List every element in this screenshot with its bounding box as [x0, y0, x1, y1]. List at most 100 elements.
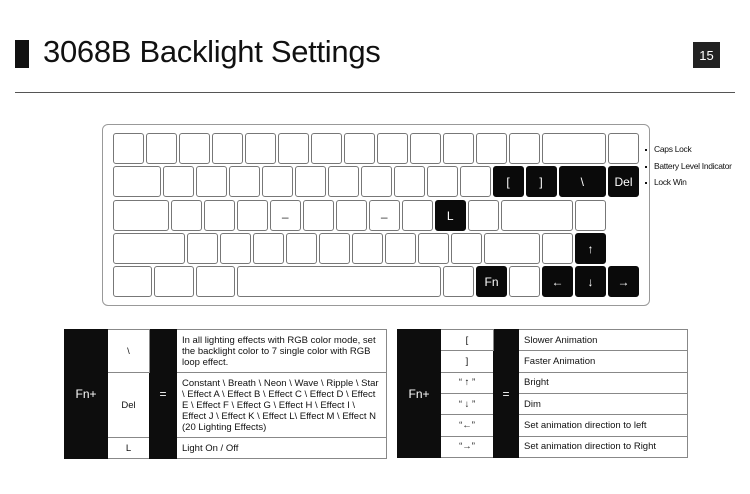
desc-cell: In all lighting effects with RGB color m… — [176, 329, 387, 373]
key — [360, 166, 392, 197]
desc-cell: Light On / Off — [176, 437, 387, 459]
key-highlighted: Del — [608, 166, 639, 197]
equals-sign: = — [493, 329, 519, 458]
key — [401, 200, 433, 231]
desc-cell: Bright — [518, 371, 688, 394]
key — [253, 233, 285, 264]
key — [162, 166, 194, 197]
key-cell: ] — [440, 350, 494, 373]
key-cell: L — [107, 437, 150, 459]
key — [113, 200, 169, 231]
key — [261, 166, 293, 197]
key-cell: “→” — [440, 435, 494, 459]
key — [294, 166, 326, 197]
key — [113, 233, 186, 264]
key — [154, 266, 194, 297]
key — [236, 200, 268, 231]
desc-cell: Constant \ Breath \ Neon \ Wave \ Ripple… — [176, 372, 387, 438]
key — [245, 133, 276, 164]
key — [170, 200, 202, 231]
key — [113, 166, 161, 197]
table-lighting-effects: Fn+ \ = In all lighting effects with RGB… — [64, 329, 387, 459]
key — [393, 166, 425, 197]
key-highlighted: ↑ — [575, 233, 606, 264]
key — [509, 133, 540, 164]
desc-cell: Faster Animation — [518, 350, 688, 373]
key — [377, 133, 408, 164]
key — [327, 166, 359, 197]
key — [113, 133, 144, 164]
page-number: 15 — [693, 42, 720, 68]
key-highlighted: \ — [558, 166, 606, 197]
key — [443, 266, 474, 297]
key — [575, 200, 606, 231]
key — [451, 233, 483, 264]
key — [187, 233, 219, 264]
key — [335, 200, 367, 231]
table-row: ] Faster Animation — [398, 350, 688, 373]
key — [418, 233, 450, 264]
desc-cell: Set animation direction to left — [518, 414, 688, 437]
key — [500, 200, 573, 231]
page-title: 3068B Backlight Settings — [43, 34, 381, 69]
key-highlighted: [ — [492, 166, 524, 197]
table-row: “ ↑ ” Bright — [398, 371, 688, 394]
table-row: Fn+ [ = Slower Animation — [397, 328, 688, 458]
key — [195, 166, 227, 197]
table-animation-controls: Fn+ [ = Slower Animation ] Faster Animati… — [397, 328, 688, 459]
key — [542, 133, 606, 164]
key-cell: “ ↑ ” — [440, 371, 494, 394]
key-cell: “ ↓ ” — [440, 392, 494, 416]
key — [484, 233, 540, 264]
key — [146, 133, 177, 164]
key-highlighted: → — [608, 266, 639, 297]
key-cell: Del — [107, 372, 150, 438]
key — [467, 200, 499, 231]
table-row: L Light On / Off — [65, 437, 387, 459]
indicator-caps-lock: Caps Lock — [645, 144, 692, 154]
key — [410, 133, 441, 164]
key — [426, 166, 458, 197]
key — [443, 133, 474, 164]
key — [476, 133, 507, 164]
key — [385, 233, 417, 264]
key — [195, 266, 235, 297]
table-row: “ ↓ ” Dim — [398, 392, 688, 416]
key — [352, 233, 384, 264]
key-highlighted: Fn — [476, 266, 507, 297]
key-homing: – — [368, 200, 400, 231]
key — [228, 166, 260, 197]
key-highlighted: ← — [542, 266, 573, 297]
key-cell: [ — [440, 328, 494, 352]
key-highlighted: ↓ — [575, 266, 606, 297]
key — [179, 133, 210, 164]
table-row: “←” Set animation direction to left — [398, 414, 688, 437]
key — [542, 233, 573, 264]
key-cell: “←” — [440, 414, 494, 437]
key — [319, 233, 351, 264]
keyboard-diagram — [102, 124, 650, 306]
table-row: Del Constant \ Breath \ Neon \ Wave \ Ri… — [65, 372, 387, 438]
table-row: Fn+ \ = In all lighting effects with RGB… — [64, 329, 387, 459]
key-highlighted: ] — [525, 166, 557, 197]
desc-cell: Dim — [518, 392, 688, 416]
key — [608, 133, 639, 164]
key — [344, 133, 375, 164]
key-homing: – — [269, 200, 301, 231]
title-bar-mark — [15, 40, 29, 68]
fn-prefix: Fn+ — [64, 329, 108, 459]
key — [236, 266, 441, 297]
fn-prefix: Fn+ — [397, 329, 441, 458]
table-row: “→”Set animation direction to Right — [398, 435, 688, 459]
key — [220, 233, 252, 264]
indicator-battery-level: Battery Level Indicator — [645, 161, 732, 171]
key — [113, 266, 153, 297]
key-cell: \ — [107, 329, 150, 373]
key — [459, 166, 491, 197]
key — [509, 266, 540, 297]
key — [302, 200, 334, 231]
key-highlighted: L — [434, 200, 466, 231]
key — [311, 133, 342, 164]
divider — [15, 92, 735, 93]
key — [286, 233, 318, 264]
